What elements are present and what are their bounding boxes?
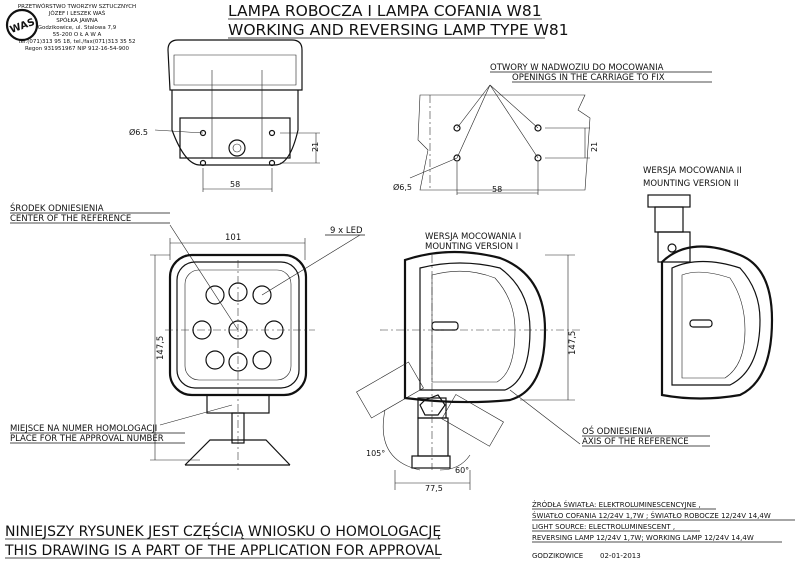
carriage-label-pl: OTWORY W NADWOZIU DO MOCOWANIA [490, 63, 664, 73]
company-line: 55-200 O Ł A W A [53, 32, 102, 38]
company-header: WAS PRZETWÓRSTWO TWORZYW SZTUCZNYCH JÓZE… [5, 3, 136, 52]
footer-line2: THIS DRAWING IS A PART OF THE APPLICATIO… [4, 543, 442, 559]
side-height: 147,5 [568, 331, 578, 355]
center-label-pl: ŚRODEK ODNIESIENIA [10, 202, 104, 214]
front-view [150, 224, 361, 470]
company-line: Godzikowice, ul. Stalowa 7,9 [38, 25, 117, 31]
side-depth: 77,5 [425, 484, 443, 493]
version1-label-en: MOUNTING VERSION I [425, 242, 518, 252]
top-view [154, 39, 320, 192]
carriage-label-en: OPENINGS IN THE CARRIAGE TO FIX [512, 73, 665, 83]
approval-label-en: PLACE FOR THE APPROVAL NUMBER [10, 434, 164, 444]
front-width: 101 [225, 233, 241, 243]
date-label: 02-01-2013 [600, 552, 641, 560]
version2-label-en: MOUNTING VERSION II [643, 179, 739, 189]
company-line: Regon 931951967 NIP 912-16-54-900 [25, 46, 130, 52]
title-line1: LAMPA ROBOCZA I LAMPA COFANIA W81 [228, 2, 542, 20]
top-dim-w: 58 [230, 180, 240, 189]
top-dim-h: 21 [311, 142, 320, 152]
specs-block: ŹRÓDŁA ŚWIATŁA: ELEKTROLUMINESCENCYJNE ,… [532, 500, 795, 543]
spec-line: ŹRÓDŁA ŚWIATŁA: ELEKTROLUMINESCENCYJNE , [532, 500, 701, 509]
angle-105: 105° [366, 449, 385, 458]
center-label-en: CENTER OF THE REFERENCE [10, 214, 131, 224]
version2-drawing [647, 194, 774, 400]
logo-text: WAS [9, 17, 37, 36]
company-line: tel.(071)313 95 18, tel./fax(071)313 35 … [18, 39, 135, 45]
carriage-view [409, 84, 591, 195]
version1-label-pl: WERSJA MOCOWANIA I [425, 232, 521, 242]
spec-line: REVERSING LAMP 12/24V 1,7W; WORKING LAMP… [532, 534, 754, 542]
company-line: SPÓŁKA JAWNA [56, 17, 98, 24]
angle-60: 60° [455, 466, 469, 475]
axis-label-en: AXIS OF THE REFERENCE [582, 437, 689, 447]
title-line2: WORKING AND REVERSING LAMP TYPE W81 [228, 21, 569, 39]
top-dia-label: Ø6.5 [129, 127, 148, 137]
place-label: GODZIKOWICE [532, 552, 583, 560]
footer-line1: NINIEJSZY RYSUNEK JEST CZĘŚCIĄ WNIOSKU O… [5, 522, 441, 540]
company-logo [5, 8, 39, 42]
led-count-label: 9 x LED [330, 226, 363, 236]
spec-line: ŚWIATŁO COFANIA 12/24V 1,7W ; ŚWIATŁO RO… [532, 511, 771, 520]
carriage-dia-label: Ø6,5 [393, 182, 412, 192]
company-line: PRZETWÓRSTWO TWORZYW SZTUCZNYCH [18, 3, 136, 10]
carriage-dim-w: 58 [492, 185, 502, 194]
side-view [356, 250, 581, 490]
axis-label-pl: OŚ ODNIESIENIA [582, 425, 652, 437]
spec-line: LIGHT SOURCE: ELECTROLUMINESCENT , [532, 523, 675, 531]
front-height: 147,5 [156, 336, 166, 360]
approval-label-pl: MIEJSCE NA NUMER HOMOLOGACJI [10, 424, 157, 434]
company-line: JÓZEF I LESZEK WAŚ [48, 10, 106, 17]
version2-label-pl: WERSJA MOCOWANIA II [643, 166, 742, 176]
carriage-dim-h: 21 [590, 142, 599, 152]
